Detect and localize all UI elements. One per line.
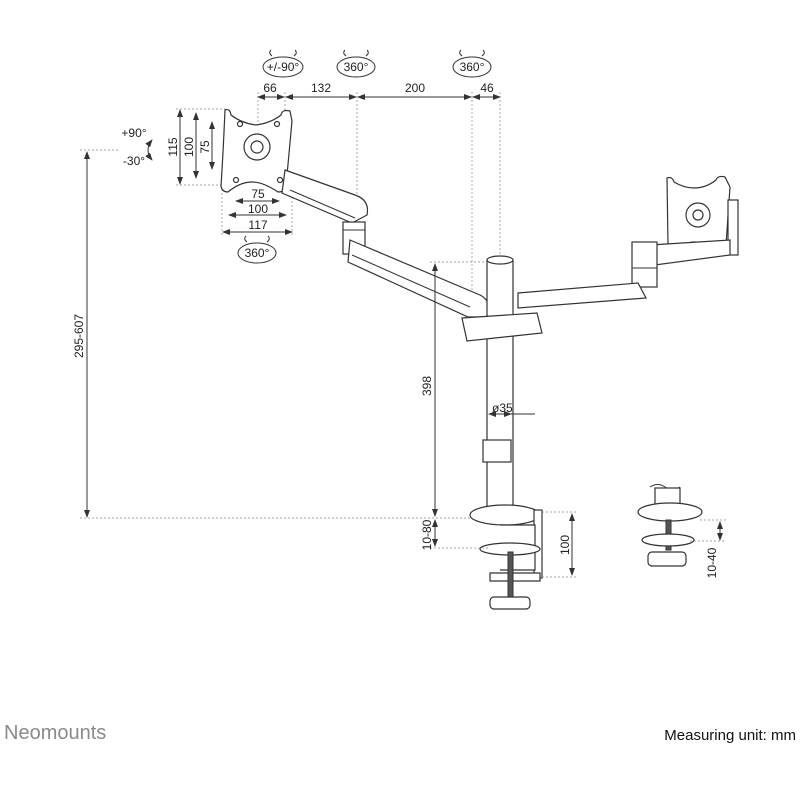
svg-text:-30°: -30° (123, 154, 145, 168)
svg-text:398: 398 (420, 376, 434, 396)
svg-text:75: 75 (251, 187, 265, 201)
svg-text:10-80: 10-80 (420, 519, 434, 550)
left-monitor-arm (281, 169, 490, 318)
left-vesa-plate (220, 108, 293, 193)
right-monitor-arm (517, 199, 739, 309)
rotation-badge-mid: 360° (336, 49, 376, 78)
clamp-height-dimension: 100 (542, 511, 578, 578)
svg-text:66: 66 (263, 81, 277, 95)
rotation-badge-plate: 360° (237, 235, 277, 264)
right-vesa-plate (666, 175, 731, 251)
arm-length-dimensions: 66 132 200 46 (257, 81, 501, 320)
svg-text:360°: 360° (460, 60, 485, 74)
plate-height-dimensions: 115 100 75 (166, 108, 228, 186)
svg-text:132: 132 (311, 81, 331, 95)
height-range-dimension: 295-607 (72, 149, 470, 519)
svg-text:100: 100 (182, 137, 196, 157)
svg-text:117: 117 (248, 218, 267, 232)
svg-text:ø35: ø35 (492, 401, 513, 415)
svg-text:+90°: +90° (121, 126, 146, 140)
svg-text:360°: 360° (245, 246, 270, 260)
pole-diameter-dimension: ø35 (488, 401, 535, 417)
pole-height-dimension: 398 (420, 261, 487, 517)
svg-text:200: 200 (405, 81, 425, 95)
svg-text:100: 100 (248, 202, 268, 216)
rotation-badge-tilt: +/-90° (262, 49, 304, 78)
svg-text:10-40: 10-40 (705, 547, 719, 578)
measuring-unit-note: Measuring unit: mm (664, 727, 796, 744)
plate-width-dimensions: 75 100 117 (221, 185, 293, 236)
rotation-badge-pole: 360° (452, 49, 492, 78)
grommet-thickness-dimension: 10-40 (690, 519, 726, 578)
clamp-thickness-dimension: 10-80 (420, 519, 490, 550)
brand-logo: Neomounts (4, 722, 107, 744)
grommet-base (637, 484, 703, 567)
svg-text:115: 115 (166, 137, 180, 156)
svg-text:100: 100 (558, 535, 572, 555)
svg-text:360°: 360° (344, 60, 369, 74)
svg-text:46: 46 (480, 81, 494, 95)
tilt-range: +90° -30° (121, 126, 153, 168)
desk-clamp (469, 504, 543, 610)
pole (461, 255, 543, 511)
svg-text:295-607: 295-607 (72, 314, 86, 358)
tilt-label: +/-90° (267, 60, 300, 74)
svg-text:75: 75 (198, 140, 212, 154)
